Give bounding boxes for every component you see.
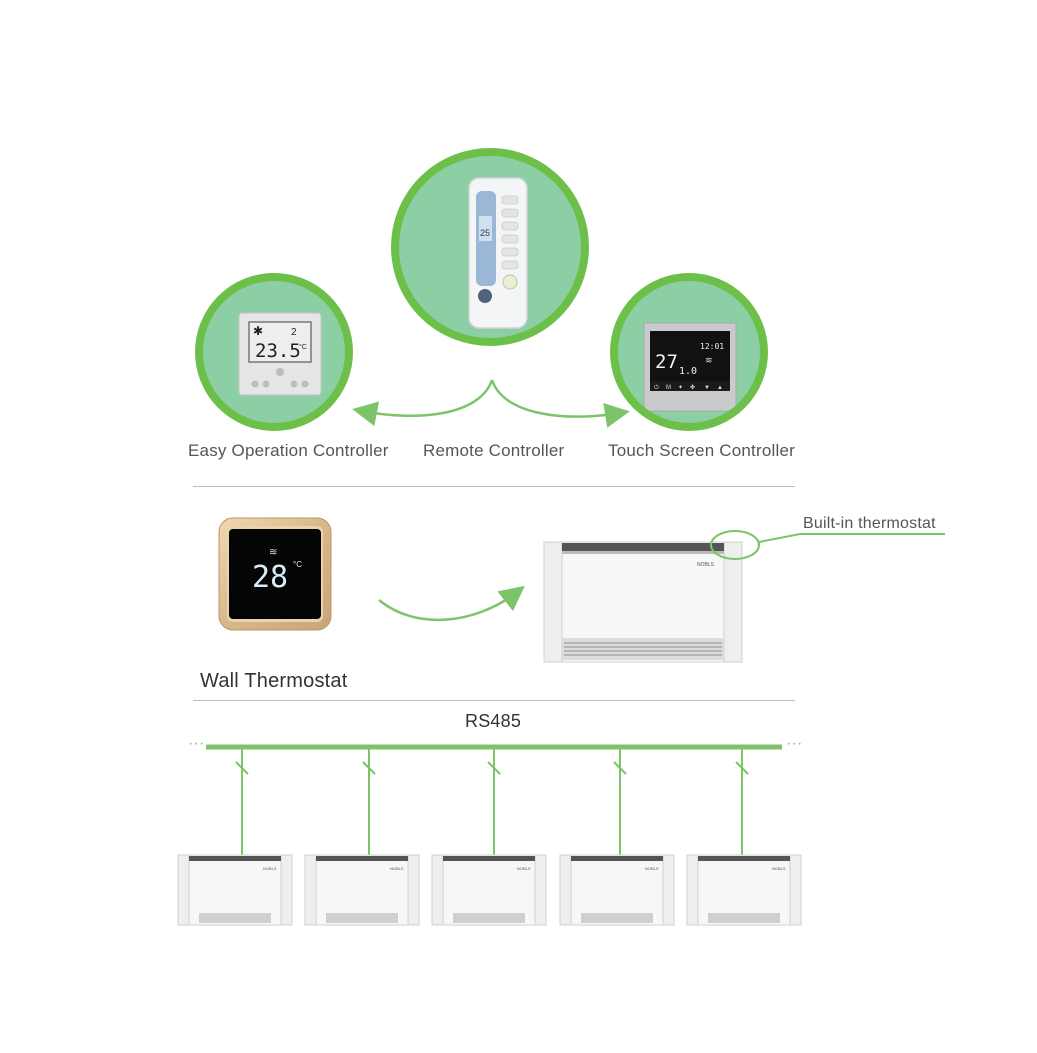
wall-thermostat-label: Wall Thermostat — [200, 670, 348, 692]
svg-text:NOBLS: NOBLS — [390, 866, 404, 871]
built-in-thermostat-label: Built-in thermostat — [803, 515, 936, 532]
fan-coil-unit-large: NOBLS — [543, 541, 743, 663]
easy-controller-label: Easy Operation Controller — [188, 441, 389, 460]
easy-controller-circle: ✱ 2 23.5 °C — [195, 273, 353, 431]
fan-icon: ≋ — [705, 355, 713, 365]
svg-text:✤: ✤ — [690, 384, 695, 391]
touch-controller-image: 27 1.0 12:01 ≋ ⏻ M ✦ ✤ ▼ ▲ — [643, 322, 737, 412]
svg-text:NOBLS: NOBLS — [263, 866, 277, 871]
touch-lcd-reading: 27 — [655, 351, 678, 373]
svg-text:M: M — [666, 385, 671, 391]
svg-text:NOBLS: NOBLS — [645, 866, 659, 871]
fan-coil-unit: NOBLS — [177, 854, 293, 926]
svg-text:✦: ✦ — [678, 384, 683, 391]
easy-lcd-unit: °C — [299, 343, 307, 351]
easy-controller-image: ✱ 2 23.5 °C — [238, 312, 322, 396]
divider-top — [193, 486, 795, 487]
touch-lcd-time: 12:01 — [700, 342, 724, 351]
fan-coil-row: NOBLS NOBLS NOBLS NOBLS NOBLS — [177, 854, 802, 926]
remote-lcd-reading: 25 — [480, 228, 490, 238]
easy-lcd-reading: 23.5 — [255, 340, 301, 362]
rs485-bus — [206, 744, 782, 856]
svg-text:▼: ▼ — [704, 385, 710, 391]
bus-dots-left: ··· — [188, 735, 205, 752]
wall-thermostat-reading: 28 — [252, 560, 288, 595]
divider-bottom — [193, 700, 795, 701]
touch-controller-label: Touch Screen Controller — [608, 441, 795, 460]
touch-controller-circle: 27 1.0 12:01 ≋ ⏻ M ✦ ✤ ▼ ▲ — [610, 273, 768, 431]
svg-text:⏻: ⏻ — [654, 384, 659, 391]
thermostat-callout — [710, 530, 945, 560]
svg-text:▲: ▲ — [717, 385, 723, 391]
thermostat-arrow — [378, 585, 525, 622]
easy-lcd-small: 2 — [291, 327, 297, 338]
fan-coil-unit: NOBLS — [559, 854, 675, 926]
remote-controller-label: Remote Controller — [423, 441, 565, 460]
rs485-label: RS485 — [465, 711, 522, 731]
wall-thermostat-image: ≋ 28 °C — [218, 517, 332, 631]
svg-text:✱: ✱ — [253, 324, 263, 338]
remote-controller-image: 25 — [468, 177, 528, 329]
fan-coil-unit: NOBLS — [304, 854, 420, 926]
touch-lcd-decimal: 1.0 — [679, 366, 697, 377]
wall-thermostat-unit: °C — [293, 560, 302, 569]
svg-text:NOBLS: NOBLS — [517, 866, 531, 871]
fan-coil-brand: NOBLS — [697, 562, 715, 568]
fan-coil-unit: NOBLS — [686, 854, 802, 926]
svg-text:NOBLS: NOBLS — [772, 866, 786, 871]
fan-coil-unit: NOBLS — [431, 854, 547, 926]
remote-controller-circle: 25 — [391, 148, 589, 346]
controller-arrows — [352, 379, 630, 428]
wifi-icon: ≋ — [269, 547, 277, 558]
bus-dots-right: ··· — [786, 735, 803, 752]
